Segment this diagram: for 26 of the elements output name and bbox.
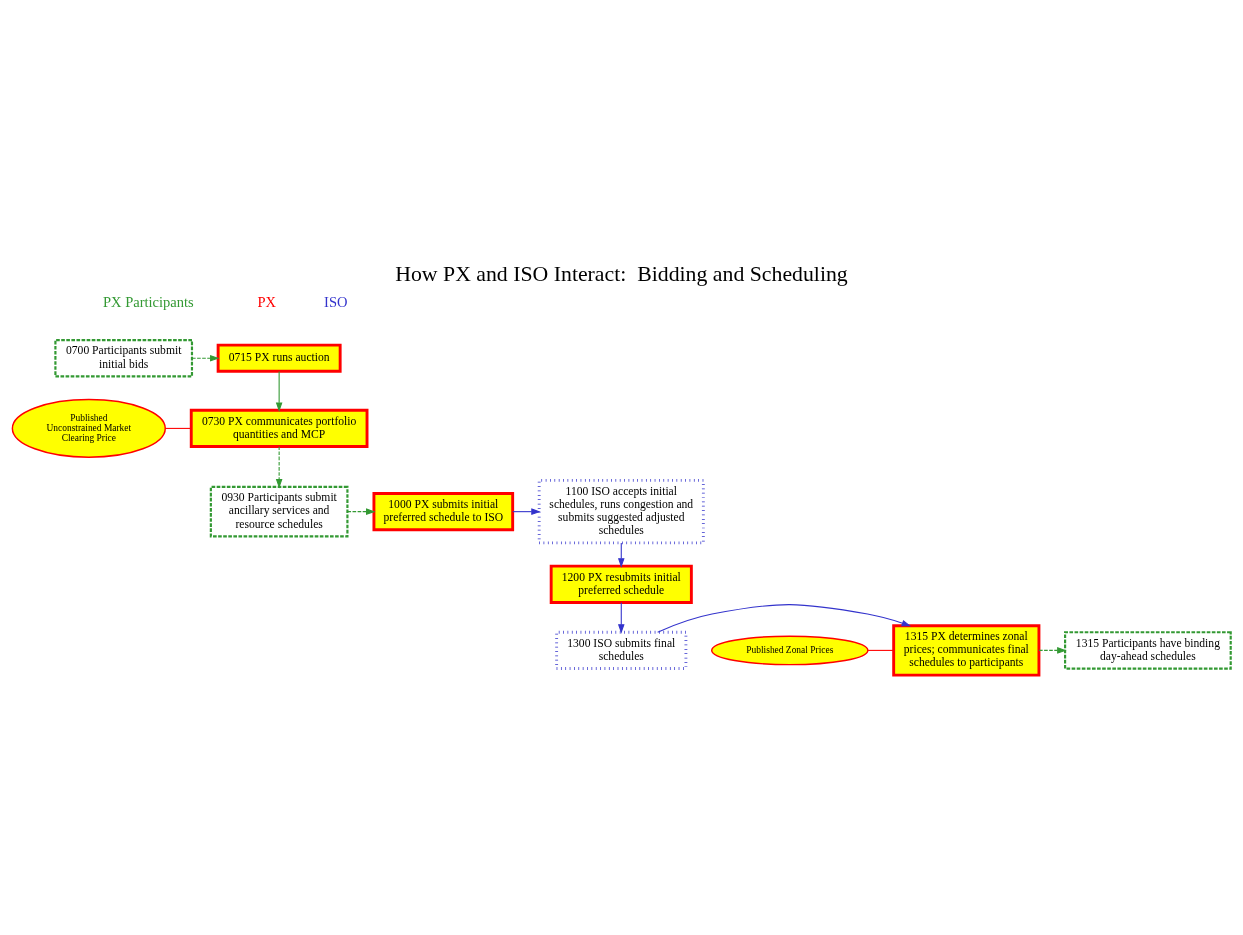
label: PX xyxy=(257,293,277,310)
node-box: 1315 PX determines zonal prices; communicates final schedules to participants xyxy=(892,623,1041,677)
node-box: 1000 PX submits initial preferred schedule to ISO xyxy=(372,491,515,531)
node-ellipse: Published Zonal Prices xyxy=(711,634,869,665)
node-box: 1315 Participants have binding day-ahead schedules xyxy=(1064,630,1232,670)
node-box: 0930 Participants submit ancillary services and resource schedules xyxy=(209,485,349,537)
connector xyxy=(164,427,192,429)
node-box: 1100 ISO accepts initial schedules, runs congestion and submits suggested adjusted schedules xyxy=(537,478,705,544)
arrow xyxy=(275,445,283,489)
arrow xyxy=(1038,646,1067,654)
node-box: 0700 Participants submit initial bids xyxy=(54,338,194,377)
node-ellipse: Published Unconstrained Market Clearing Price xyxy=(11,398,166,458)
arrow xyxy=(617,601,625,634)
node-box: 0715 PX runs auction xyxy=(216,343,342,373)
diagram-title: How PX and ISO Interact: Bidding and Scheduling xyxy=(395,261,848,286)
arrow xyxy=(512,507,541,515)
label: ISO xyxy=(324,293,348,310)
node-box: 0730 PX communicates portfolio quantities and MCP xyxy=(189,408,369,448)
connector xyxy=(867,649,895,651)
arrow xyxy=(346,507,376,515)
arrow xyxy=(275,370,283,412)
node-box: 1300 ISO submits final schedules xyxy=(555,630,688,670)
arrow xyxy=(191,354,220,362)
label: PX Participants xyxy=(103,293,194,310)
arrow xyxy=(657,603,912,633)
node-box: 1200 PX resubmits initial preferred schedule xyxy=(549,564,693,604)
